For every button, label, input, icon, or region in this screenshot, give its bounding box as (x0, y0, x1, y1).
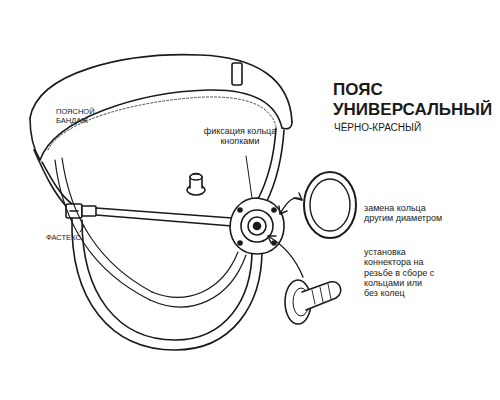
product-title: ПОЯС УНИВЕРСАЛЬНЫЙ (333, 80, 498, 121)
part-label: ФАСТЕКС (46, 234, 106, 243)
callout-note: установка коннектора на резьбе в сборе с… (364, 247, 436, 299)
product-subtitle: ЧЁРНО-КРАСНЫЙ (334, 122, 484, 134)
part-label: ПОЯСНОЙ БАНДАЖ (56, 108, 108, 125)
callout-note: замена кольца другим диаметром (364, 203, 444, 224)
callout-note: фиксация кольца кнопками (196, 126, 284, 147)
